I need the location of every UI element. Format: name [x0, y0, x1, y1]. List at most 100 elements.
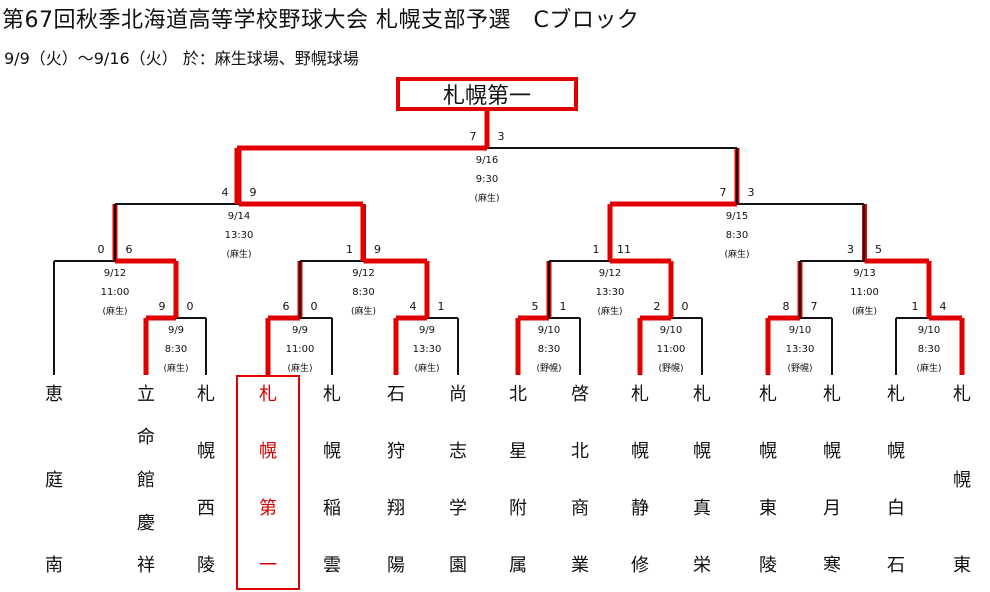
match-date: 9/10 — [660, 325, 682, 336]
match-time: 13:30 — [225, 230, 254, 241]
score-right: 6 — [126, 243, 133, 256]
team-name-char: 札 — [823, 384, 841, 405]
score-left: 7 — [470, 130, 477, 143]
match-time: 11:00 — [657, 344, 686, 355]
team-name-char: 幌 — [887, 441, 905, 462]
team-name-char: 石 — [887, 555, 905, 576]
match-time: 11:00 — [286, 344, 315, 355]
team-name-char: 命 — [137, 427, 155, 448]
team-name-char: 東 — [759, 498, 777, 519]
team-name-char: 幌 — [693, 441, 711, 462]
score-left: 1 — [912, 300, 919, 313]
team-name-char: 尚 — [449, 384, 467, 405]
match-date: 9/12 — [104, 268, 126, 279]
team-name-char: 属 — [509, 555, 527, 576]
match-venue: (麻生) — [351, 305, 376, 317]
team-name-char: 一 — [259, 555, 277, 576]
match-venue: (麻生) — [287, 362, 312, 374]
team-name-char: 札 — [759, 384, 777, 405]
score-left: 4 — [410, 300, 417, 313]
match-date: 9/9 — [419, 325, 435, 336]
match-venue: (麻生) — [916, 362, 941, 374]
score-left: 6 — [283, 300, 290, 313]
match-venue: (麻生) — [163, 362, 188, 374]
champion-box: 札幌第一 — [396, 77, 578, 111]
score-right: 3 — [748, 186, 755, 199]
team-name-char: 南 — [45, 555, 63, 576]
team-name-char: 啓 — [571, 384, 589, 405]
page-subtitle: 9/9（火）〜9/16（火） 於：麻生球場、野幌球場 — [4, 49, 359, 68]
match-venue: (野幌) — [536, 362, 561, 374]
match-time: 13:30 — [596, 287, 625, 298]
score-right: 9 — [250, 186, 257, 199]
team-name-char: 星 — [509, 441, 527, 462]
team-name-char: 白 — [887, 498, 905, 519]
team-name-char: 幌 — [259, 441, 277, 462]
team-name-char: 恵 — [45, 384, 63, 405]
score-right: 0 — [187, 300, 194, 313]
match-venue: (野幌) — [787, 362, 812, 374]
team-name-char: 幌 — [823, 441, 841, 462]
match-venue: (野幌) — [658, 362, 683, 374]
match-date: 9/10 — [918, 325, 940, 336]
score-left: 0 — [98, 243, 105, 256]
team-name-char: 志 — [449, 441, 467, 462]
score-right: 9 — [374, 243, 381, 256]
score-left: 3 — [847, 243, 854, 256]
match-time: 13:30 — [413, 344, 442, 355]
team-name-char: 栄 — [693, 555, 711, 576]
match-date: 9/13 — [853, 268, 875, 279]
match-date: 9/10 — [789, 325, 811, 336]
team-name-char: 庭 — [45, 470, 63, 491]
team-name-char: 幌 — [631, 441, 649, 462]
score-right: 5 — [875, 243, 882, 256]
score-right: 0 — [311, 300, 318, 313]
match-venue: (麻生) — [474, 192, 499, 204]
score-left: 1 — [346, 243, 353, 256]
match-time: 8:30 — [726, 230, 748, 241]
team-name-char: 札 — [197, 384, 215, 405]
match-date: 9/15 — [726, 211, 748, 222]
team-name-char: 陵 — [197, 555, 215, 576]
team-name-char: 札 — [693, 384, 711, 405]
team-name-char: 幌 — [759, 441, 777, 462]
match-time: 8:30 — [352, 287, 374, 298]
score-right: 3 — [498, 130, 505, 143]
match-time: 8:30 — [165, 344, 187, 355]
match-venue: (麻生) — [724, 248, 749, 260]
score-left: 2 — [654, 300, 661, 313]
score-right: 4 — [940, 300, 947, 313]
match-date: 9/12 — [599, 268, 621, 279]
team-name-char: 幌 — [197, 441, 215, 462]
match-venue: (麻生) — [597, 305, 622, 317]
team-name-char: 札 — [887, 384, 905, 405]
score-left: 4 — [222, 186, 229, 199]
team-name-char: 北 — [509, 384, 527, 405]
team-name-char: 附 — [509, 498, 527, 519]
score-left: 9 — [159, 300, 166, 313]
score-right: 1 — [438, 300, 445, 313]
match-date: 9/16 — [476, 155, 498, 166]
score-left: 8 — [783, 300, 790, 313]
score-left: 5 — [532, 300, 539, 313]
match-venue: (麻生) — [852, 305, 877, 317]
team-name-char: 学 — [449, 498, 467, 519]
match-time: 8:30 — [918, 344, 940, 355]
team-name-char: 修 — [631, 555, 649, 576]
team-name-char: 北 — [571, 441, 589, 462]
score-right: 1 — [560, 300, 567, 313]
team-name-char: 稲 — [323, 498, 341, 519]
match-venue: (麻生) — [226, 248, 251, 260]
team-name-char: 月 — [823, 498, 841, 519]
match-date: 9/12 — [352, 268, 374, 279]
team-name-char: 幌 — [953, 470, 971, 491]
match-date: 9/10 — [538, 325, 560, 336]
team-name-char: 静 — [631, 498, 649, 519]
match-time: 11:00 — [850, 287, 879, 298]
team-name-char: 慶 — [137, 513, 155, 534]
score-right: 0 — [682, 300, 689, 313]
winner-team-highlight — [236, 375, 300, 590]
team-name-char: 立 — [137, 384, 155, 405]
team-name-char: 第 — [259, 498, 277, 519]
